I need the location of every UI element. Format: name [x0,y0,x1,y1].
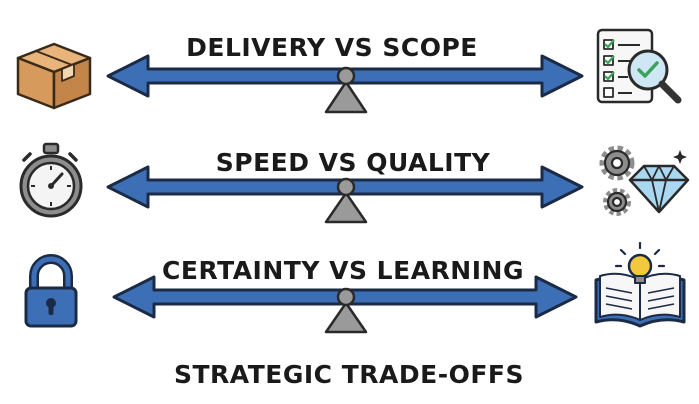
cardboard-box-icon [18,44,90,108]
diagram-footer-title: STRATEGIC TRADE-OFFS [174,360,524,389]
pivot-row-1 [338,68,354,84]
diamond-icon [630,166,688,212]
balance-arrow-row-2 [108,167,582,222]
stopwatch-icon [21,144,81,216]
open-book-lightbulb-icon [596,243,684,326]
fulcrum-row-1 [326,82,366,112]
sparkle-icon [673,150,687,164]
balance-arrow-row-3 [114,277,576,332]
fulcrum-row-2 [326,193,366,222]
gears-diamond-icon [603,149,688,213]
balance-arrow-row-1 [108,56,582,112]
fulcrum-row-3 [326,303,366,332]
pivot-row-3 [338,289,354,305]
padlock-icon [26,259,76,326]
checklist-magnifier-icon [598,30,678,102]
pivot-row-2 [338,179,354,195]
gear-icon [603,149,631,177]
gear-small-icon [606,191,628,213]
